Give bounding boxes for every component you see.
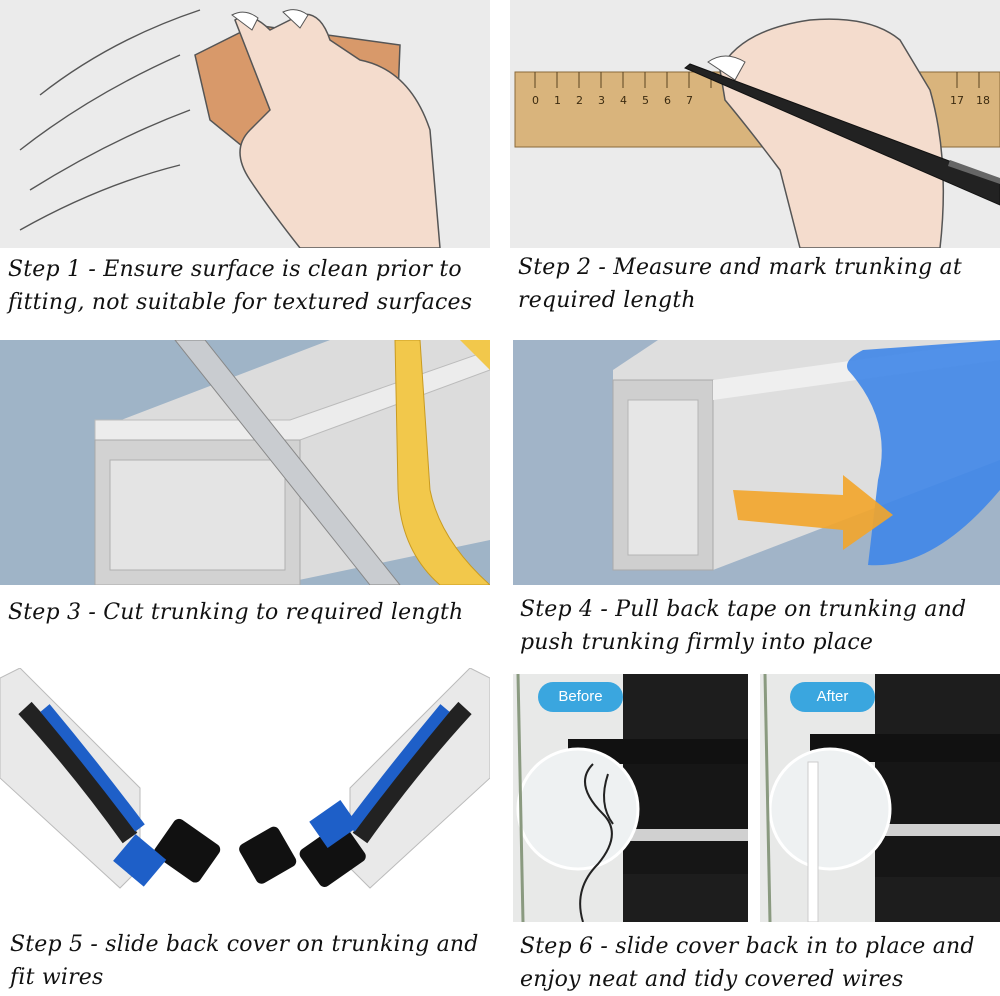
step6-before-image: Before [513, 674, 748, 922]
magnifier [768, 747, 892, 871]
ruler-tick: 4 [620, 94, 627, 107]
step1-caption: Step 1 - Ensure surface is clean prior t… [8, 257, 473, 315]
hand [234, 13, 441, 248]
before-badge: Before [538, 682, 623, 712]
pen [684, 63, 1000, 206]
ruler-tick: 7 [686, 94, 693, 107]
step2-image: 0 1 2 3 4 5 6 7 17 18 [510, 0, 1000, 248]
saw-handle [394, 340, 490, 585]
step3-caption: Step 3 - Cut trunking to required length [8, 600, 464, 625]
ruler-numbers: 0 1 2 3 4 5 6 7 17 18 [532, 94, 990, 107]
step1-image [0, 0, 490, 248]
motion-lines [19, 9, 201, 231]
ruler-tick: 2 [576, 94, 583, 107]
arrow [733, 475, 893, 550]
ruler-tick: 18 [976, 94, 990, 107]
power-plug [239, 826, 297, 884]
covered-trunking [807, 761, 819, 922]
ethernet-plug [309, 799, 359, 849]
step3-image [0, 340, 490, 585]
step6-after-image: After [760, 674, 1000, 922]
ruler-tick: 5 [642, 94, 649, 107]
magnifier [516, 747, 640, 871]
step4-caption: Step 4 - Pull back tape on trunking and … [520, 597, 967, 655]
step5-image [0, 668, 490, 908]
ruler-tick: 6 [664, 94, 671, 107]
ruler-tick: 1 [554, 94, 561, 107]
hdmi-plug [154, 818, 221, 883]
trunking-right [349, 668, 490, 889]
ruler-tick: 3 [598, 94, 605, 107]
ethernet-plug [113, 834, 167, 887]
step5-caption: Step 5 - slide back cover on trunking an… [10, 932, 479, 990]
hdmi-plug [299, 823, 366, 887]
hand [719, 18, 945, 248]
ruler-tick: 0 [532, 94, 539, 107]
ruler-tick: 17 [950, 94, 964, 107]
after-badge: After [790, 682, 875, 712]
step4-image [513, 340, 1000, 585]
step2-caption: Step 2 - Measure and mark trunking at re… [518, 255, 962, 313]
step6-caption: Step 6 - slide cover back in to place an… [520, 934, 975, 992]
saw-blade [174, 340, 401, 585]
